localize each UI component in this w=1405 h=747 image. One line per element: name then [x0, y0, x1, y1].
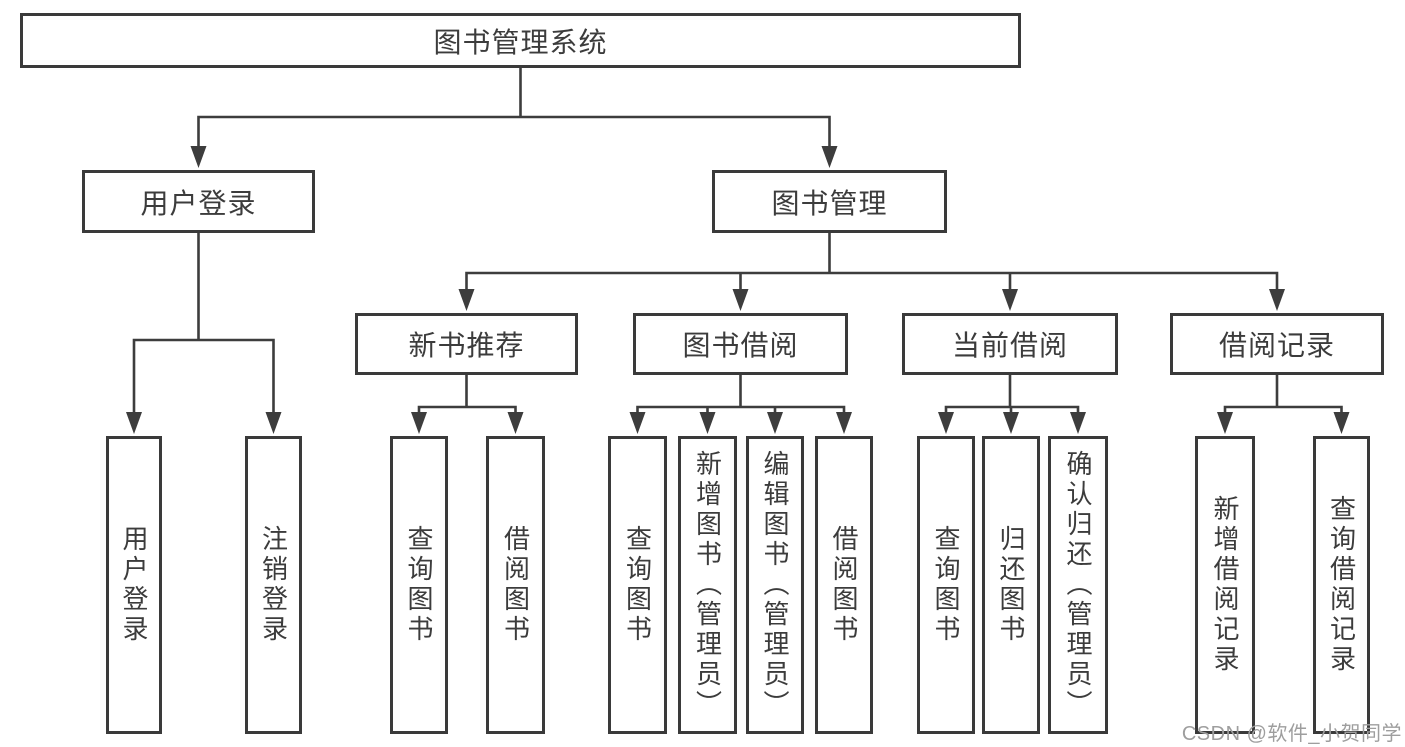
leaf-return-books: 归还图书	[982, 436, 1040, 734]
connector-current-children	[938, 375, 1086, 434]
node-book-management: 图书管理	[712, 170, 947, 233]
connector-records-children	[1217, 375, 1350, 434]
node-library-management-system: 图书管理系统	[20, 13, 1021, 68]
leaf-borrow-books-recommend: 借阅图书	[486, 436, 545, 734]
leaf-add-borrow-record: 新增借阅记录	[1195, 436, 1255, 734]
leaf-query-books-borrow: 查询图书	[608, 436, 667, 734]
node-borrow-records: 借阅记录	[1170, 313, 1384, 375]
node-book-borrow: 图书借阅	[633, 313, 848, 375]
connector-borrow-children	[629, 375, 852, 434]
leaf-add-book-admin: 新增图书（管理员）	[678, 436, 737, 734]
node-user-login: 用户登录	[82, 170, 315, 233]
leaf-query-books-current: 查询图书	[917, 436, 975, 734]
connector-recommend-children	[411, 375, 524, 434]
leaf-query-books-recommend: 查询图书	[390, 436, 448, 734]
leaf-borrow-books: 借阅图书	[815, 436, 873, 734]
csdn-watermark: CSDN @软件_小贺同学	[1181, 723, 1402, 745]
connector-root-to-level2	[190, 68, 838, 168]
node-new-book-recommend: 新书推荐	[355, 313, 578, 375]
leaf-logout: 注销登录	[245, 436, 302, 734]
node-current-borrow: 当前借阅	[902, 313, 1118, 375]
leaf-confirm-return-admin: 确认归还（管理员）	[1048, 436, 1108, 734]
connector-user-login-children	[126, 233, 282, 434]
connector-book-management-to-level3	[458, 233, 1285, 311]
leaf-query-borrow-record: 查询借阅记录	[1313, 436, 1370, 734]
leaf-edit-book-admin: 编辑图书（管理员）	[746, 436, 804, 734]
leaf-user-login: 用户登录	[106, 436, 162, 734]
